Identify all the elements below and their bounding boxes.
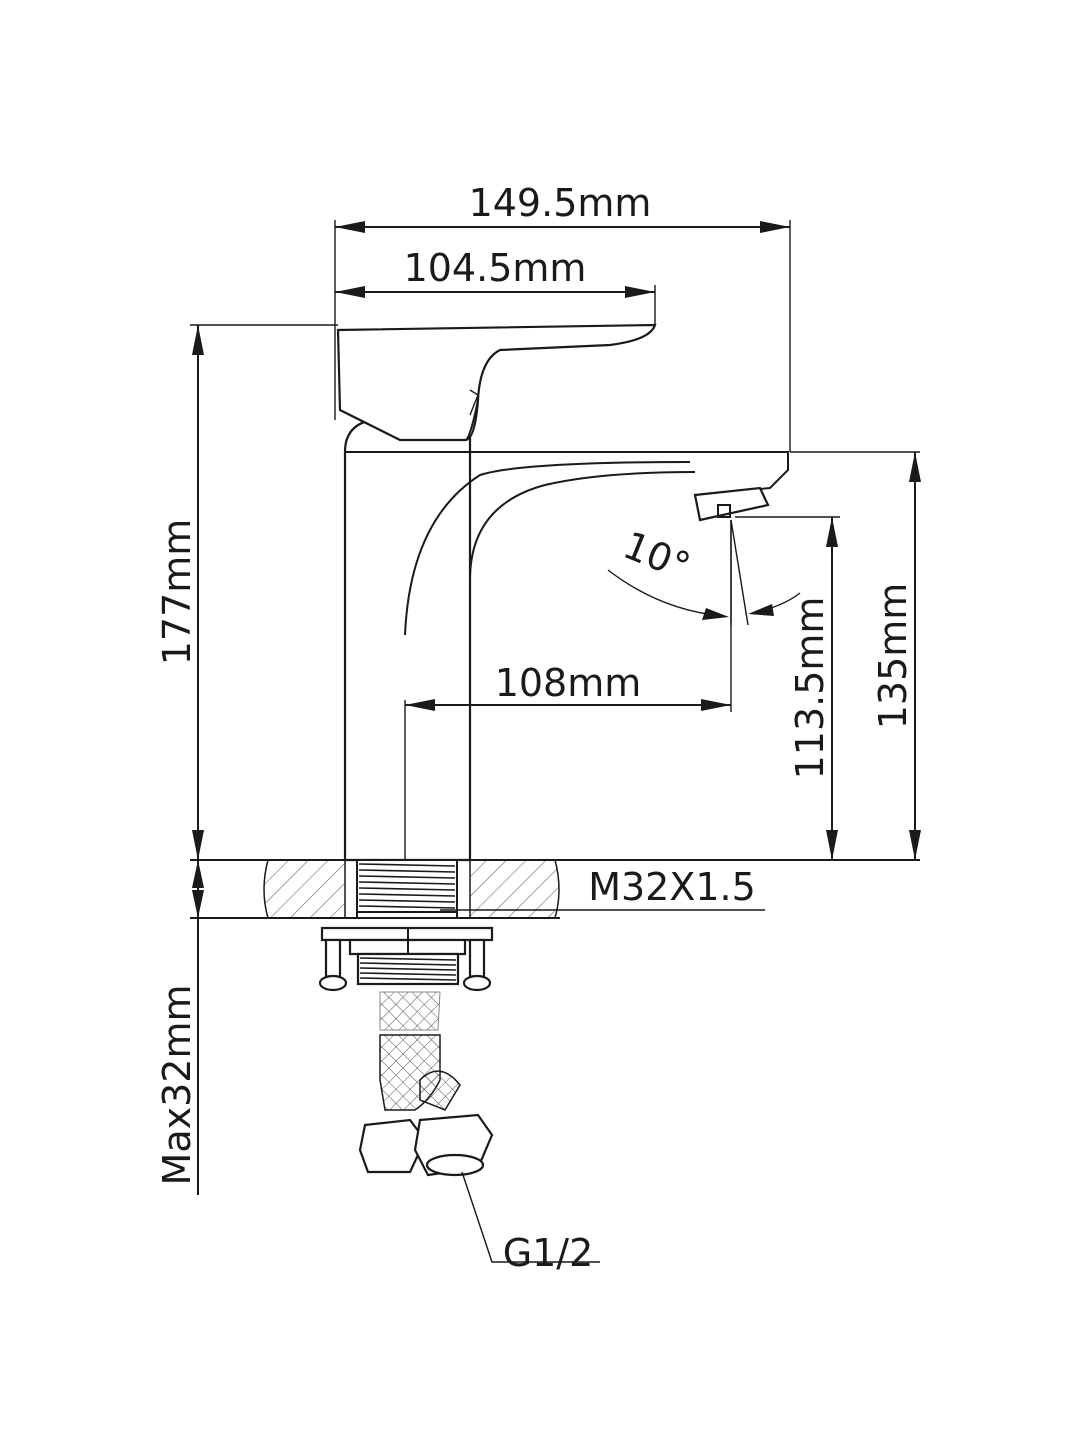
countertop-section [190, 859, 920, 919]
dim-body-height: 135mm [871, 583, 915, 730]
thread-line [359, 962, 457, 966]
dim-max-deck-thickness: Max32mm [155, 985, 199, 1186]
dim-handle-width: 104.5mm [404, 246, 587, 290]
faucet-handle [336, 323, 657, 442]
thread-line [358, 875, 456, 879]
dim-overall-width: 149.5mm [469, 181, 652, 225]
thread-line [358, 893, 456, 897]
thread-line [359, 977, 457, 981]
thread-line [358, 881, 456, 885]
thread-line [359, 957, 457, 961]
thread-line [359, 967, 457, 971]
flexible-hoses [358, 991, 494, 1177]
thread-line [358, 869, 456, 873]
mounting-nut [318, 926, 494, 992]
dim-total-height: 177mm [155, 519, 199, 666]
thread-line [359, 972, 457, 976]
dim-spout-reach: 108mm [495, 661, 642, 705]
dimension-lines [190, 220, 921, 1263]
thread-line [358, 887, 456, 891]
dim-mount-thread: M32X1.5 [588, 865, 756, 909]
threaded-shank [356, 859, 458, 919]
dim-spout-height: 113.5mm [788, 597, 832, 780]
dim-spray-angle: 10° [617, 523, 696, 589]
faucet-body [343, 418, 789, 862]
dim-hose-connection: G1/2 [503, 1231, 594, 1275]
dimension-labels: 149.5mm 104.5mm 177mm 10° 108mm 113.5mm … [155, 181, 915, 1275]
thread-line [358, 899, 456, 903]
thread-line [358, 863, 456, 867]
thread-line [358, 905, 456, 909]
